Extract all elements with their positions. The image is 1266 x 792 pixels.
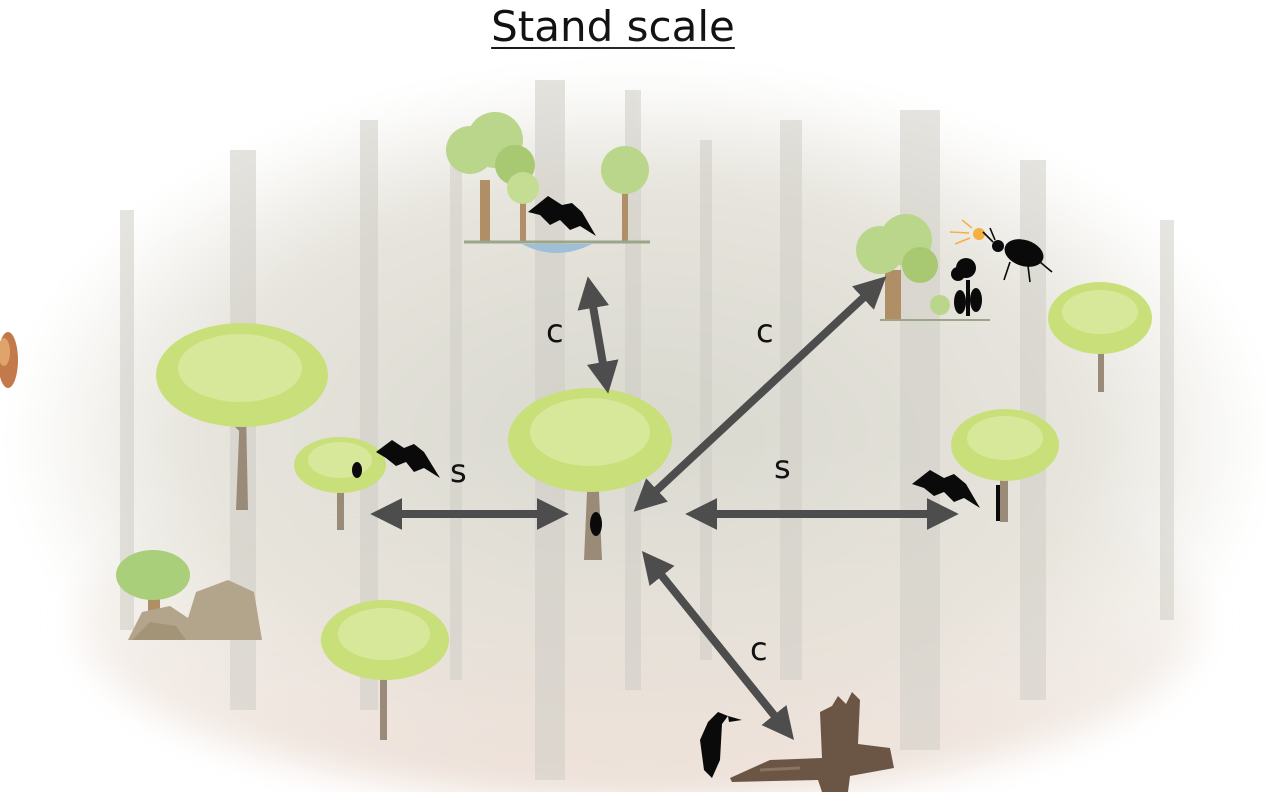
roost-tree-icon bbox=[951, 409, 1059, 522]
beetle-icon bbox=[982, 227, 1053, 283]
butterfly-icon bbox=[0, 332, 18, 388]
diagram-title: Stand scale bbox=[491, 2, 735, 51]
label-bottom: c bbox=[750, 630, 768, 668]
tree-icon bbox=[321, 600, 449, 740]
pond-habitat-icon bbox=[446, 112, 650, 253]
central-roost-tree-icon bbox=[508, 388, 672, 560]
arrow-top-commuting bbox=[577, 276, 619, 394]
label-right: s bbox=[774, 448, 791, 486]
sunny-gap-habitat-icon bbox=[856, 214, 990, 321]
bat-icon bbox=[376, 440, 440, 478]
roost-tree-icon bbox=[294, 437, 386, 530]
deadwood-icon bbox=[730, 692, 894, 792]
rocky-habitat-icon bbox=[116, 550, 262, 640]
tree-icon bbox=[156, 323, 328, 510]
tree-cavity-icon bbox=[352, 462, 362, 478]
tree-icon bbox=[1048, 282, 1152, 392]
label-left: s bbox=[450, 452, 467, 490]
label-top: c bbox=[546, 312, 564, 350]
bat-icon bbox=[912, 470, 980, 508]
label-upper-right: c bbox=[756, 312, 774, 350]
flower-icon bbox=[951, 258, 982, 316]
arrow-upper-right-commuting bbox=[633, 276, 887, 512]
bat-icon bbox=[528, 196, 596, 236]
sun-icon bbox=[949, 219, 985, 245]
arrow-bottom-commuting bbox=[641, 551, 795, 740]
tree-cavity-icon bbox=[590, 512, 602, 536]
bark-crevice-icon bbox=[996, 485, 1000, 521]
connection-arrows bbox=[370, 276, 959, 740]
